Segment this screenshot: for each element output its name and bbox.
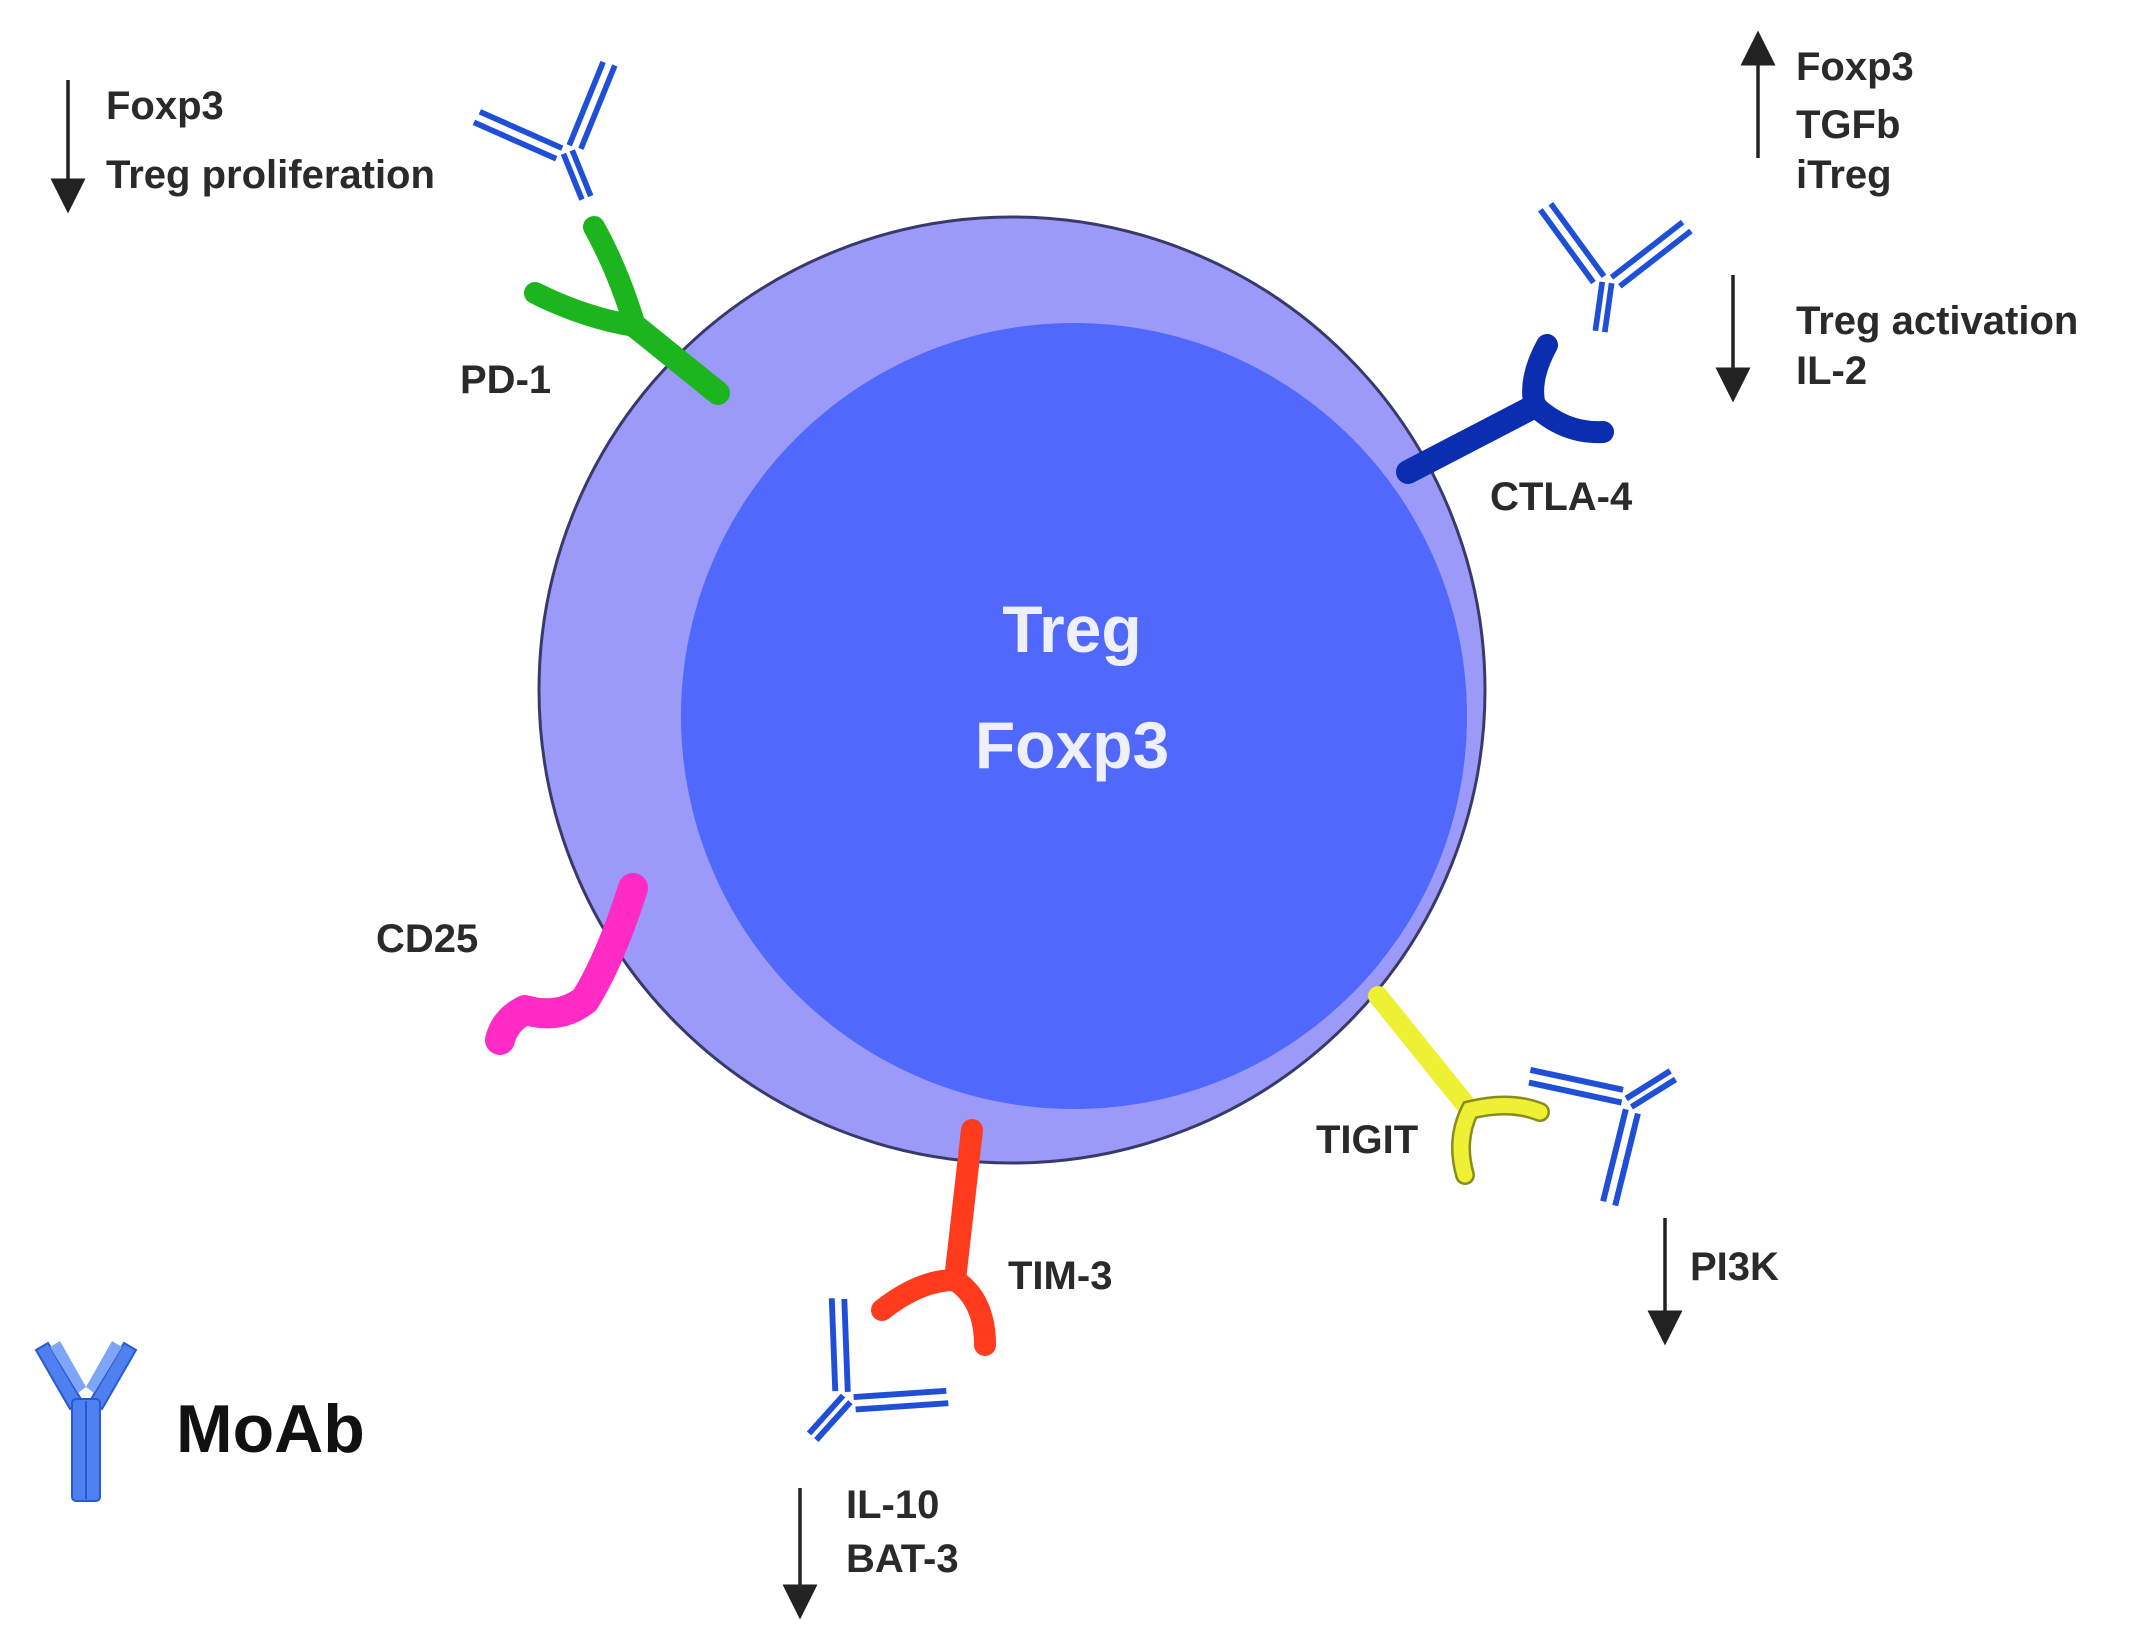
ctla4-receptor xyxy=(1396,334,1614,484)
cd25-receptor xyxy=(485,873,648,1055)
ctla4-down-line-1: Treg activation xyxy=(1796,299,2078,343)
pd1-effect-line-2: Treg proliferation xyxy=(106,153,435,197)
pd1-receptor xyxy=(524,216,730,405)
legend-label: MoAb xyxy=(176,1391,365,1467)
tim3-receptor xyxy=(871,1119,996,1356)
tigit-antibody-icon xyxy=(1524,1007,1716,1209)
legend: MoAb xyxy=(34,1341,365,1502)
tim3-label: TIM-3 xyxy=(1008,1254,1112,1298)
ctla4-up-line-2: TGFb xyxy=(1796,103,1900,147)
cd25-label: CD25 xyxy=(376,917,478,961)
tigit-effect-line-1: PI3K xyxy=(1690,1245,1779,1289)
ctla4-up-line-1: Foxp3 xyxy=(1796,45,1914,89)
cell-label-foxp3: Foxp3 xyxy=(975,708,1169,782)
ctla4-up-line-3: iTreg xyxy=(1796,153,1892,197)
pd1-effect-line-1: Foxp3 xyxy=(106,84,224,128)
tigit-receptor xyxy=(1368,986,1550,1185)
ctla4-down-line-2: IL-2 xyxy=(1796,349,1867,393)
cell-nucleus xyxy=(681,323,1467,1109)
tim3-antibody-icon xyxy=(754,1292,953,1489)
pd1-label: PD-1 xyxy=(460,358,551,402)
cell-label-treg: Treg xyxy=(1002,592,1141,666)
ctla4-label: CTLA-4 xyxy=(1490,475,1633,519)
legend-antibody-icon xyxy=(34,1341,138,1502)
ctla4-antibody-icon xyxy=(1525,202,1692,342)
tim3-effect-line-2: BAT-3 xyxy=(846,1537,959,1581)
tigit-label: TIGIT xyxy=(1316,1118,1418,1162)
pd1-antibody-icon xyxy=(471,58,657,226)
tim3-effect-line-1: IL-10 xyxy=(846,1483,939,1527)
